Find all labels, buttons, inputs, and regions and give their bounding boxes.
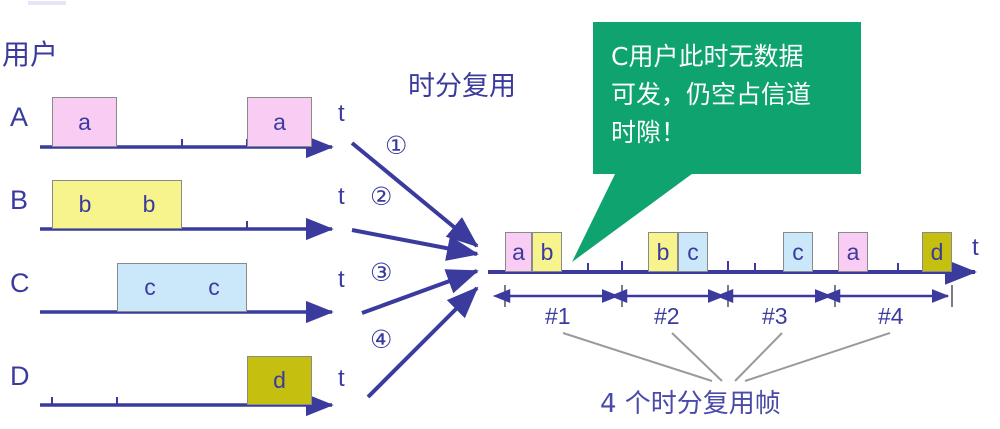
axis-label-t-d: t [338,365,345,392]
frame-label-2: #2 [654,303,680,329]
row-label-a: A [10,102,29,132]
callout-line-1: C用户此时无数据 [611,42,804,71]
data-block-d1: d [247,356,312,405]
callout-tail [572,168,700,262]
data-block-b-group: b b [52,180,182,229]
arrow-number-2: ② [370,182,393,211]
data-block-b1: b [78,191,92,217]
data-block-b2: b [142,191,156,217]
output-slot-1-b: b [532,232,562,272]
data-block-c1: c [144,274,156,300]
output-slot-4-a: a [838,232,868,272]
axis-label-t-c: t [338,266,345,293]
axis-label-t-a: t [338,100,345,127]
arrow-number-3: ③ [370,258,393,287]
data-block-c-group: c c [117,263,247,312]
converging-arrows [350,141,479,399]
frame-label-1: #1 [545,303,571,329]
frame-label-4: #4 [878,303,904,329]
output-slot-1-a: a [505,232,532,272]
row-label-c: C [10,268,30,298]
data-block-c2: c [208,274,220,300]
row-label-b: B [10,185,29,215]
arrow-number-4: ④ [370,325,393,354]
frame-measure-bars [492,285,953,307]
users-header-label: 用户 [2,38,59,71]
row-label-d: D [10,361,30,391]
output-slot-2-c: c [678,232,708,272]
bottom-caption: 4 个时分复用帧 [600,389,781,419]
frame-label-3: #3 [762,303,788,329]
axis-output [488,259,977,285]
output-slot-4-d: d [922,232,952,272]
multiplexing-label: 时分复用 [408,71,516,102]
data-block-a2: a [247,97,312,147]
axis-label-t-output: t [972,234,979,261]
cropped-top-element [28,1,66,5]
callout-line-3: 时隙！ [611,118,687,147]
callout-box: C用户此时无数据 可发，仍空占信道 时隙！ [593,22,861,174]
caption-leader-lines [562,332,891,382]
axis-label-t-b: t [338,183,345,210]
axis-row-d [40,393,334,417]
output-slot-3-c: c [783,232,813,272]
output-slot-2-b: b [648,232,678,272]
arrow-number-1: ① [385,131,408,160]
data-block-a1: a [52,97,117,147]
callout-line-2: 可发，仍空占信道 [611,80,812,109]
